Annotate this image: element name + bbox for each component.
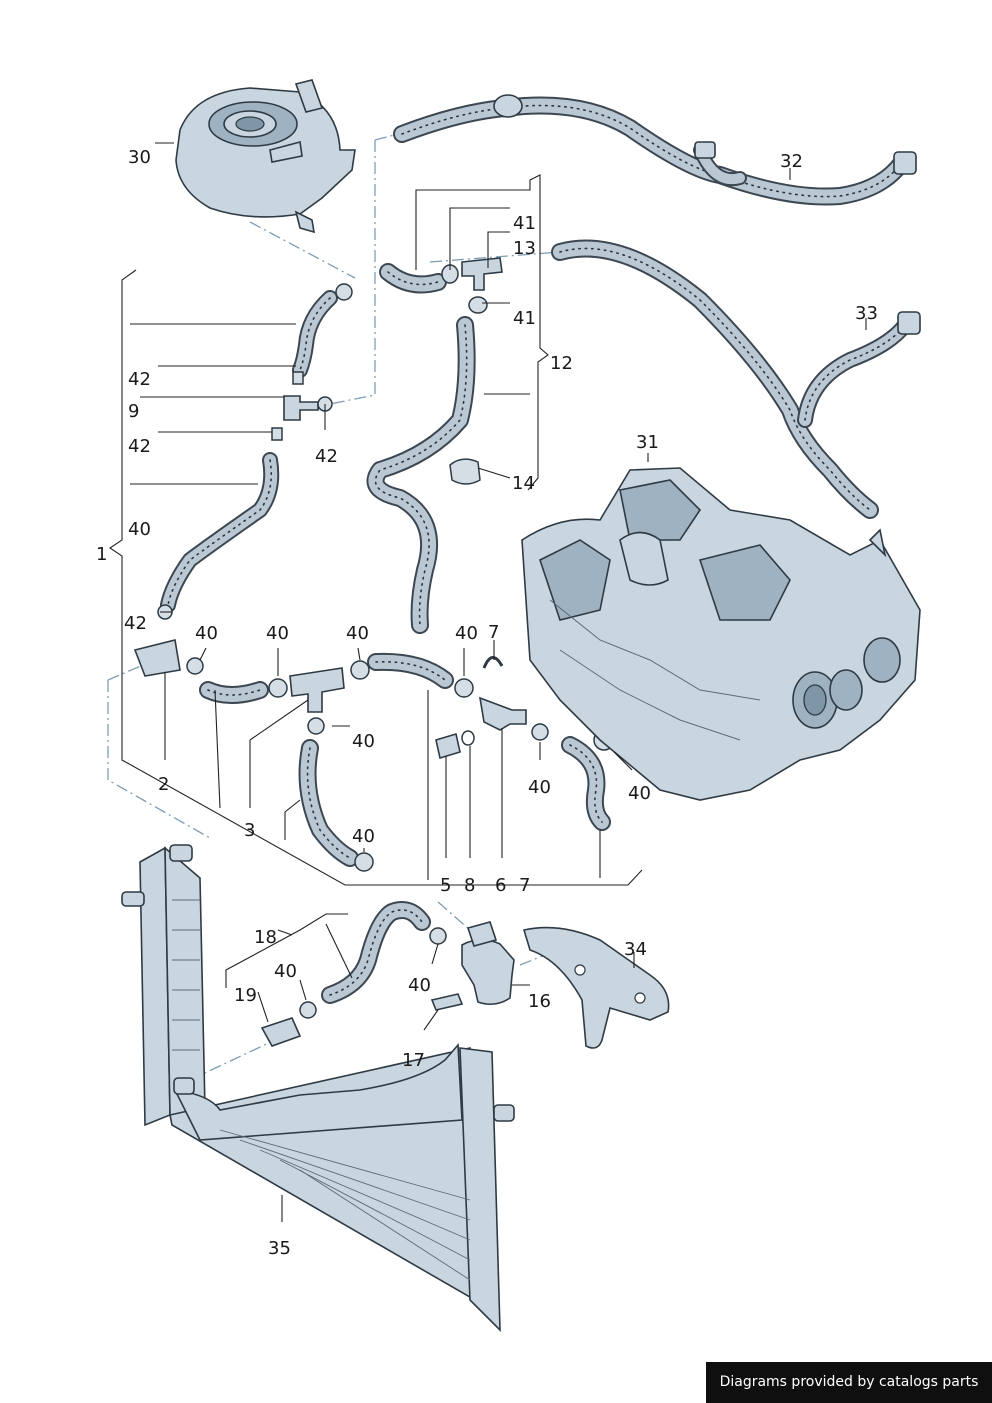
label-40-i: 40 [352,826,375,847]
credit-banner: Diagrams provided by catalogs parts [706,1362,992,1403]
label-35: 35 [268,1238,291,1259]
label-7-upper: 7 [488,622,499,643]
label-14: 14 [512,473,535,494]
label-40-e: 40 [455,623,478,644]
label-42-c: 42 [315,446,338,467]
label-13: 13 [513,238,536,259]
hose-12[interactable] [366,257,503,634]
hose-1-upper[interactable] [157,283,353,620]
pump-area[interactable] [260,901,515,1047]
label-42-d: 42 [124,613,147,634]
label-3-upper: 3 [244,820,255,841]
label-18: 18 [254,927,277,948]
label-40-b: 40 [195,623,218,644]
label-40-f: 40 [352,731,375,752]
label-31: 31 [636,432,659,453]
expansion-tank[interactable] [175,79,356,234]
label-17: 17 [402,1050,425,1071]
label-41-a: 41 [513,213,536,234]
hose-center[interactable] [133,639,615,872]
credit-text: Diagrams provided by catalogs parts [719,1374,979,1390]
label-8: 8 [464,875,475,896]
bracket-34[interactable] [522,926,670,1049]
label-40-c: 40 [266,623,289,644]
hose-33[interactable] [551,239,921,519]
label-33: 33 [855,303,878,324]
drive-unit[interactable] [521,467,921,801]
label-34: 34 [624,939,647,960]
label-40-d: 40 [346,623,369,644]
label-40-k: 40 [408,975,431,996]
label-32: 32 [780,151,803,172]
label-1: 1 [96,544,107,565]
label-19: 19 [234,985,257,1006]
label-9: 9 [128,401,139,422]
label-12: 12 [550,353,573,374]
label-2: 2 [158,774,169,795]
label-40-a: 40 [128,519,151,540]
label-16: 16 [528,991,551,1012]
callout-labels: 1 2 3 5 8 6 7 7 9 12 13 14 16 17 18 19 3… [96,147,878,1259]
label-40-g: 40 [528,777,551,798]
label-42-a: 42 [128,369,151,390]
label-5: 5 [440,875,451,896]
hose-32[interactable] [393,94,917,206]
label-6: 6 [495,875,506,896]
label-7-lower: 7 [519,875,530,896]
label-42-b: 42 [128,436,151,457]
radiator-35[interactable] [121,844,515,1332]
label-40-j: 40 [274,961,297,982]
leader-lines [109,142,867,1222]
label-30: 30 [128,147,151,168]
label-40-h: 40 [628,783,651,804]
label-41-b: 41 [513,308,536,329]
